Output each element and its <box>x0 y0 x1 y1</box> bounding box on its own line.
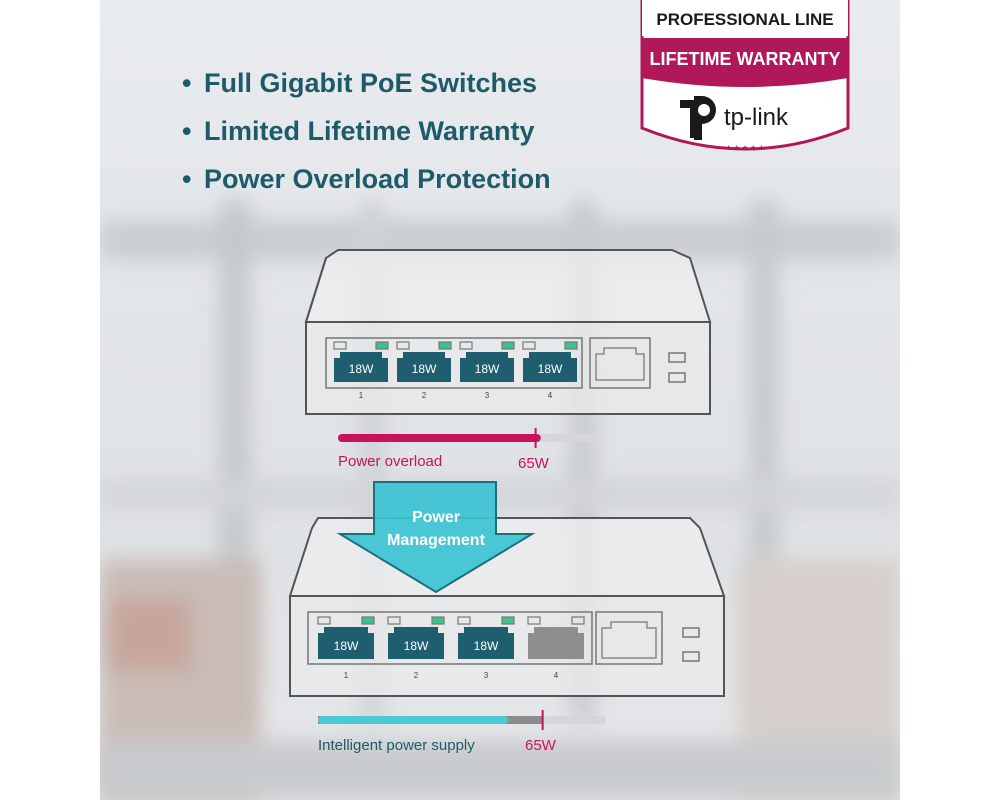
port-4: 18W 4 <box>522 341 578 400</box>
port-number: 3 <box>484 671 489 680</box>
badge-line1: PROFESSIONAL LINE <box>656 10 833 29</box>
port-led-left <box>459 341 473 350</box>
port-led-right <box>361 616 375 625</box>
switch-top: 18W 1 18W 2 18W 3 18W 4 <box>304 249 712 415</box>
rj45-port-icon <box>318 627 374 659</box>
rj45-port-icon <box>460 352 514 382</box>
tp-link-logo-icon <box>680 96 716 140</box>
power-management-arrow: Power Management <box>336 481 536 594</box>
arrow-line1: Power <box>412 509 460 526</box>
port-1: 18W 1 <box>317 616 375 680</box>
supply-label: Intelligent power supply <box>318 737 475 754</box>
rj45-port-icon <box>528 627 584 659</box>
warranty-badge: PROFESSIONAL LINE LIFETIME WARRANTY tp-l… <box>640 0 850 152</box>
port-led-right <box>571 616 585 625</box>
port-4: 4 <box>527 616 585 680</box>
badge-line2: LIFETIME WARRANTY <box>650 49 841 69</box>
port-number: 2 <box>422 391 427 400</box>
supply-bar-fill <box>318 716 509 724</box>
port-led-left <box>317 616 331 625</box>
port-led-left <box>457 616 471 625</box>
port-led-right <box>438 341 452 350</box>
rj45-port-icon <box>388 627 444 659</box>
badge-brand: tp-link <box>724 104 789 131</box>
supply-value: 65W <box>525 737 557 754</box>
feature-list: •Full Gigabit PoE Switches •Limited Life… <box>182 63 551 207</box>
feature-item: •Full Gigabit PoE Switches <box>182 68 538 98</box>
rj45-port-icon <box>397 352 451 382</box>
port-led-right <box>501 341 515 350</box>
port-wattage: 18W <box>412 362 437 376</box>
overload-bar <box>338 428 598 448</box>
port-led-left <box>527 616 541 625</box>
port-wattage: 18W <box>475 362 500 376</box>
badge-stars: ★ ★ ★ ★ ★ <box>725 144 764 152</box>
port-led-right <box>375 341 389 350</box>
port-led-right <box>501 616 515 625</box>
overload-label: Power overload <box>338 453 442 470</box>
port-3: 18W 3 <box>457 616 515 680</box>
port-2: 18W 2 <box>387 616 445 680</box>
port-led-right <box>431 616 445 625</box>
port-number: 4 <box>554 671 559 680</box>
port-wattage: 18W <box>334 639 359 653</box>
port-number: 3 <box>485 391 490 400</box>
port-3: 18W 3 <box>459 341 515 400</box>
rj45-port-icon <box>334 352 388 382</box>
port-number: 1 <box>359 391 364 400</box>
arrow-line2: Management <box>387 532 485 549</box>
feature-item: •Limited Lifetime Warranty <box>182 116 535 146</box>
port-led-left <box>387 616 401 625</box>
port-wattage: 18W <box>474 639 499 653</box>
port-number: 2 <box>414 671 419 680</box>
port-number: 1 <box>344 671 349 680</box>
overload-value: 65W <box>518 455 550 472</box>
port-number: 4 <box>548 391 553 400</box>
port-1: 18W 1 <box>333 341 389 400</box>
rj45-port-icon <box>458 627 514 659</box>
overload-bar-fill <box>338 434 541 442</box>
port-wattage: 18W <box>349 362 374 376</box>
port-wattage: 18W <box>538 362 563 376</box>
supply-bar <box>318 710 606 730</box>
port-led-left <box>396 341 410 350</box>
rj45-port-icon <box>523 352 577 382</box>
port-led-left <box>522 341 536 350</box>
port-wattage: 18W <box>404 639 429 653</box>
port-led-right <box>564 341 578 350</box>
feature-item: •Power Overload Protection <box>182 164 551 194</box>
port-2: 18W 2 <box>396 341 452 400</box>
port-led-left <box>333 341 347 350</box>
